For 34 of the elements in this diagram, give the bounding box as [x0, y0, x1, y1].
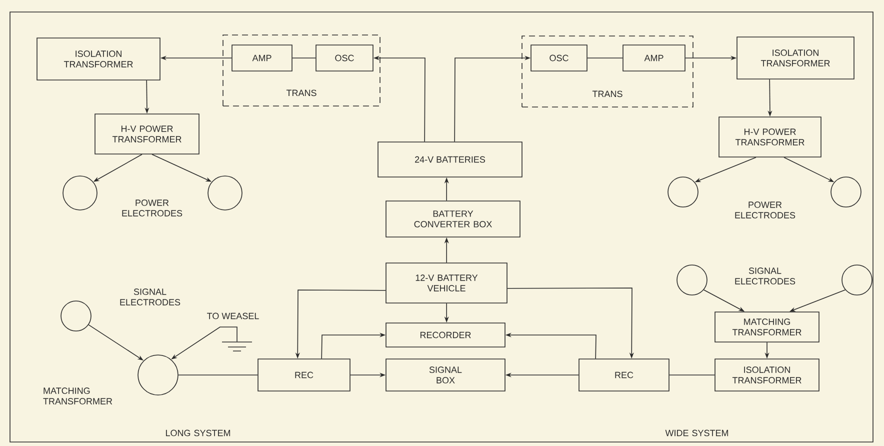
caption-text: POWER ELECTRODES: [735, 202, 796, 218]
electrode-circle: [138, 354, 178, 396]
caption-text: SIGNAL ELECTRODES: [120, 288, 180, 306]
block-box: REC: [578, 358, 670, 392]
block-box: OSC: [316, 44, 374, 72]
block-box: ISOLATION TRANSFORMER: [736, 36, 854, 80]
electrode-circle: [208, 176, 242, 210]
block-box: 24-V BATTERIES: [378, 142, 522, 178]
block-box: SIGNAL BOX: [386, 358, 506, 392]
block-box: REC: [258, 358, 350, 392]
block-box: H-V POWER TRANSFORMER: [718, 116, 822, 158]
caption-text: MATCHING TRANSFORMER: [43, 388, 112, 404]
caption-text: POWER ELECTRODES: [122, 200, 182, 216]
block-box: ISOLATION TRANSFORMER: [36, 38, 160, 80]
block-box: 12-V BATTERY VEHICLE: [386, 262, 508, 304]
block-box: RECORDER: [386, 322, 506, 348]
block-box: H-V POWER TRANSFORMER: [94, 114, 200, 154]
caption-text: WIDE SYSTEM: [665, 430, 728, 436]
caption-text: TO WEASEL: [207, 312, 259, 320]
block-box: MATCHING TRANSFORMER: [714, 312, 820, 342]
electrode-circle: [62, 176, 98, 210]
ground-symbol: [222, 342, 252, 352]
caption-text: SIGNAL ELECTRODES: [735, 268, 796, 284]
block-box: BATTERY CONVERTER BOX: [386, 200, 520, 238]
electrode-circle: [60, 300, 92, 332]
electrode-circle: [830, 176, 862, 208]
electrode-circle: [676, 264, 708, 296]
block-box: OSC: [530, 44, 588, 72]
caption-text: LONG SYSTEM: [166, 430, 230, 436]
electrode-circle: [842, 264, 872, 296]
block-box: AMP: [232, 44, 292, 72]
block-box: AMP: [622, 44, 686, 72]
electrode-circle: [668, 176, 698, 208]
block-box: ISOLATION TRANSFORMER: [714, 358, 820, 392]
